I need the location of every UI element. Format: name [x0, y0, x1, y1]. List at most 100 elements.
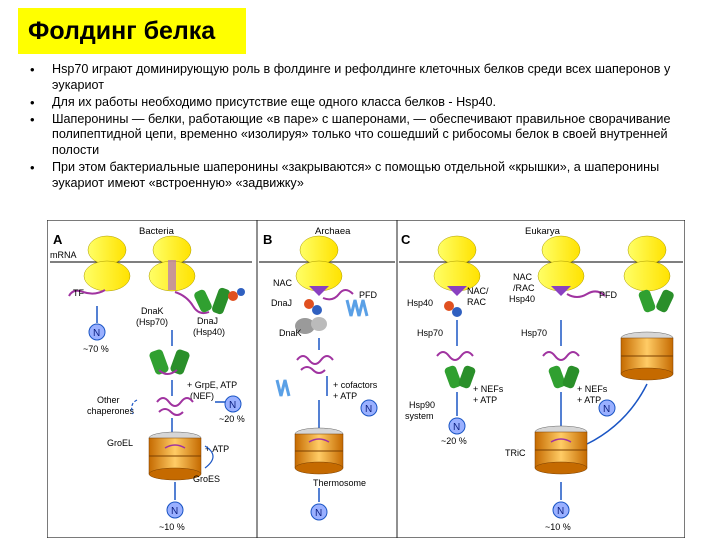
native-protein-icon: [224, 395, 242, 413]
tric-cylinder: [534, 425, 588, 475]
pfd-label: PFD: [359, 290, 378, 300]
dnak-substrate-complex: [149, 349, 190, 375]
ribosome: [148, 235, 196, 292]
pfd-label: PFD: [599, 290, 618, 300]
groel-cylinder: [148, 431, 202, 481]
mrna-label: mRNA: [50, 250, 77, 260]
dnak-protein: [295, 317, 327, 334]
hsp90-label: Hsp90: [409, 400, 435, 410]
nac-label: NAC: [273, 278, 293, 288]
hsp40-label: (Hsp40): [193, 327, 225, 337]
native-protein-icon: [598, 399, 616, 417]
n-label: N: [315, 508, 322, 519]
atp-label: + ATP: [473, 395, 497, 405]
unfolded-substrate: [436, 351, 474, 361]
nefs-label: + NEFs: [473, 384, 504, 394]
ribosome: [623, 235, 671, 292]
ribosome: [433, 235, 481, 292]
bullet-item: Для их работы необходимо присутствие еще…: [30, 95, 710, 111]
cofactors-label: + cofactors: [333, 380, 378, 390]
bullet-item: Шаперонины — белки, работающие «в паре» …: [30, 112, 710, 159]
bullet-list: Hsp70 играют доминирующую роль в фолдинг…: [30, 62, 710, 193]
nac-label: NAC: [513, 272, 533, 282]
unfolded-substrate: [296, 355, 334, 374]
panel-a-header: Bacteria: [139, 226, 175, 237]
nefs-label: + NEFs: [577, 384, 608, 394]
n-label: N: [93, 328, 100, 339]
tf-label: TF: [73, 288, 84, 298]
native-protein-icon: [88, 323, 106, 341]
hsp40-label: Hsp40: [407, 298, 433, 308]
n-label: N: [557, 506, 564, 517]
hsp70-substrate-complex: [444, 365, 476, 389]
ribosome: [295, 235, 343, 292]
pfd-protein: [275, 379, 291, 397]
n-label: N: [229, 400, 236, 411]
arrow: [586, 383, 648, 445]
pct-20: ~20 %: [441, 436, 467, 446]
slide-title: Фолдинг белка: [28, 16, 216, 45]
bullet-item: При этом бактериальные шаперонины «закры…: [30, 160, 710, 191]
unfolded-substrate: [542, 351, 580, 361]
hsp40-label: Hsp40: [509, 294, 535, 304]
system-label: system: [405, 411, 434, 421]
tric-cylinder: [620, 331, 674, 381]
other-label: Other: [97, 395, 120, 405]
groel-label: GroEL: [107, 438, 133, 448]
ribosome: [83, 235, 131, 292]
dnak-label: DnaK: [279, 328, 302, 338]
panel-b-letter: B: [263, 232, 272, 247]
nac-rac-label: NAC/: [467, 286, 489, 296]
bullet-item: Hsp70 играют доминирующую роль в фолдинг…: [30, 62, 710, 93]
atp-label: + ATP: [205, 444, 229, 454]
dnak-protein: [194, 287, 230, 315]
nascent-chain: [174, 291, 210, 315]
pct-70: ~70 %: [83, 344, 109, 354]
pct-10: ~10 %: [545, 522, 571, 532]
chaperones-label: chaperones: [87, 406, 135, 416]
nascent-chain: [68, 289, 106, 297]
hsp70-label: Hsp70: [521, 328, 547, 338]
hsp70-label: (Hsp70): [136, 317, 168, 327]
hsp70-substrate-complex: [548, 365, 580, 389]
panel-c-header: Eukarya: [525, 226, 561, 237]
native-protein-icon: [448, 417, 466, 435]
arrow: [204, 445, 214, 469]
dnaj-label: DnaJ: [271, 298, 292, 308]
groes-label: GroES: [193, 474, 220, 484]
pct-10: ~10 %: [159, 522, 185, 532]
nascent-chain: [566, 290, 606, 298]
figure-frame: [46, 219, 686, 539]
thermosome-label: Thermosome: [313, 478, 366, 488]
dnaj-protein: [304, 299, 322, 315]
atp-label: + ATP: [333, 391, 357, 401]
hsp70-protein: [638, 289, 674, 313]
native-protein-icon: [166, 501, 184, 519]
hsp40-protein: [444, 301, 462, 317]
pfd-protein: [345, 299, 369, 317]
native-protein-icon: [360, 399, 378, 417]
dnaj-protein: [228, 288, 245, 301]
nac-protein: [551, 286, 571, 296]
thermosome-cylinder: [294, 427, 344, 475]
atp-label: + ATP: [577, 395, 601, 405]
native-protein-icon: [310, 503, 328, 521]
tric-label: TRiC: [505, 448, 526, 458]
panel-c-letter: C: [401, 232, 411, 247]
nascent-chain: [322, 289, 354, 301]
rac-label: RAC: [467, 297, 487, 307]
hsp70-label: Hsp70: [417, 328, 443, 338]
nac-protein: [447, 286, 467, 296]
native-protein-icon: [552, 501, 570, 519]
nef-label: (NEF): [190, 391, 214, 401]
arrow: [131, 399, 138, 415]
panel-b-header: Archaea: [315, 226, 351, 237]
n-label: N: [603, 404, 610, 415]
ribosome: [537, 235, 585, 292]
n-label: N: [365, 404, 372, 415]
chaperone-diagram: A Bacteria mRNA TF DnaK (Hsp70) DnaJ (Hs…: [46, 219, 686, 539]
unfolded-substrate: [156, 397, 194, 416]
title-box: Фолдинг белка: [18, 8, 246, 54]
dnaj-label: DnaJ: [197, 316, 218, 326]
dnak-label: DnaK: [141, 306, 164, 316]
